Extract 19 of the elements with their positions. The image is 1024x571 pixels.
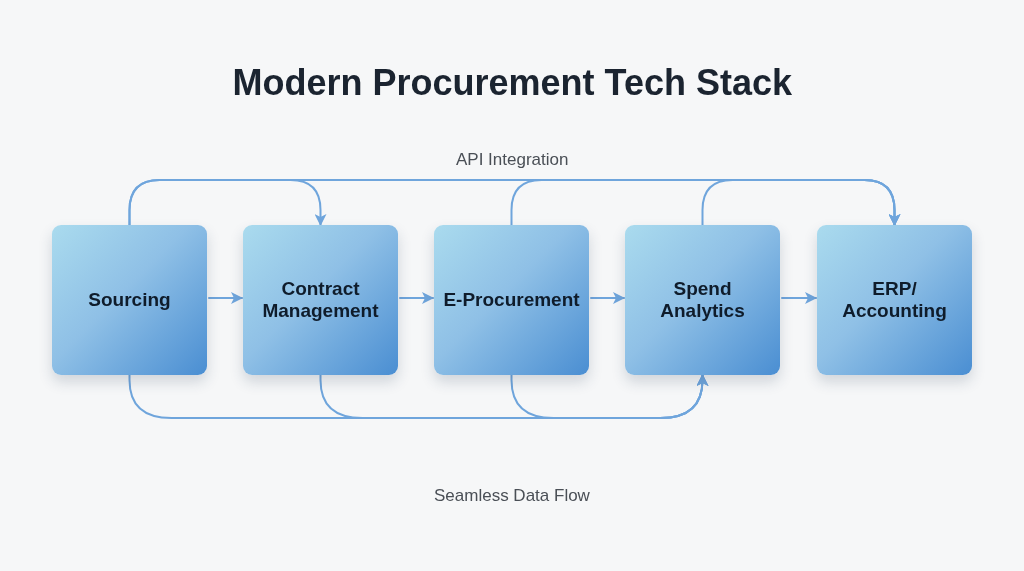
connector-arrow [510, 374, 709, 419]
box-label: ERP/ Accounting [841, 278, 948, 322]
flow-label: Seamless Data Flow [434, 486, 590, 506]
box-label: E-Procurement [443, 289, 580, 311]
connector-arrow [208, 292, 243, 304]
diagram-title: Modern Procurement Tech Stack [232, 62, 792, 104]
process-box [625, 225, 780, 375]
flow-label: API Integration [456, 150, 569, 170]
box-label: Contract Management [261, 278, 380, 322]
connector-arrow [399, 292, 434, 304]
process-box [243, 225, 398, 375]
box-label: Sourcing [88, 289, 171, 311]
connector-arrow [781, 292, 817, 304]
process-box [817, 225, 972, 375]
process-box [52, 225, 207, 375]
box-label: Spend Analytics [659, 278, 746, 322]
connector-arrow [701, 179, 901, 226]
connector-arrow [590, 292, 625, 304]
process-box [434, 225, 589, 375]
